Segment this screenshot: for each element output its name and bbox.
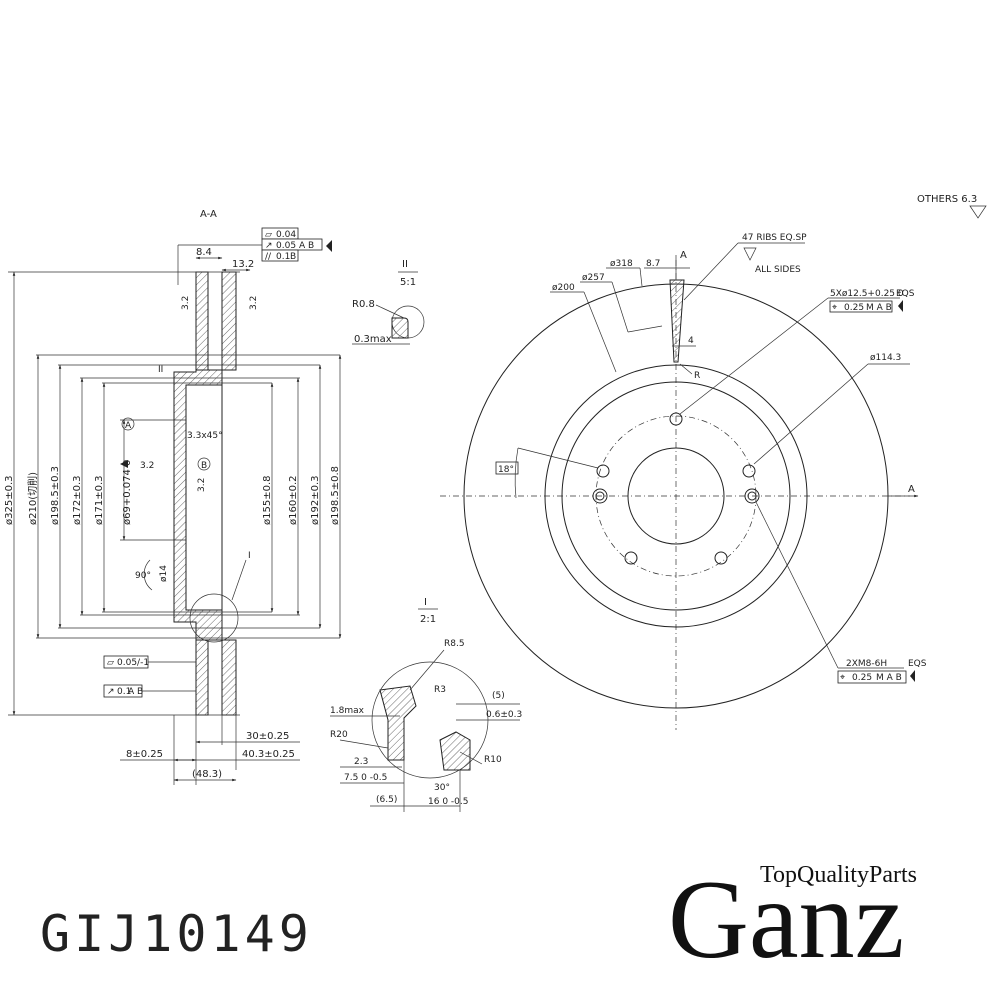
mark-i: I (248, 551, 251, 561)
section-ring-bottom-outer (195, 639, 209, 716)
angle-18: 18° (495, 447, 599, 499)
section-mark-a-right: A (908, 484, 915, 495)
dim-d171: ø171±0.3 (94, 476, 105, 526)
brand-logo: Ganz TopQualityParts (668, 860, 968, 980)
dim-d198-left: ø198.5±0.3 (50, 466, 61, 525)
detail-i-angle-30: 30° (434, 783, 450, 793)
tol-parallel-ref: B (290, 252, 296, 262)
pos2-value: 0.25 (852, 673, 872, 683)
front-view: OTHERS 6.3 A 47 RIBS EQ.SP ALL SIDES ø31… (440, 194, 987, 730)
detail-i-w16: 16 0 -0.5 (428, 797, 468, 807)
eqs-note-1: EQS (896, 289, 915, 299)
svg-text:⏥: ⏥ (107, 658, 114, 668)
dim-w4: 4 (688, 336, 694, 346)
radius-mark: R (694, 371, 700, 381)
tol-flat-2: 0.05/-1 (117, 658, 149, 668)
svg-text:⌖: ⌖ (840, 673, 845, 683)
detail-i-r8-5: R8.5 (444, 639, 465, 649)
detail-i-w7-5: 7.5 0 -0.5 (344, 773, 387, 783)
all-sides-note: ALL SIDES (755, 265, 801, 275)
thread-note: 2XM8-6H (846, 659, 887, 669)
dim-d114-3: ø114.3 (870, 353, 901, 363)
dim-w8-4: 8.4 (196, 247, 212, 258)
position-frame-2: ⌖ 0.25 M A B (837, 670, 915, 684)
dim-w8: 8±0.25 (126, 749, 163, 760)
section-ring-bottom-inner (221, 639, 237, 716)
section-mark-a-top: A (680, 250, 687, 261)
dim-w30: 30±0.25 (246, 731, 289, 742)
mark-ii: II (158, 365, 163, 375)
detail-i-scale: 2:1 (420, 614, 436, 625)
detail-ii-label: II (402, 259, 408, 270)
svg-text:⏥: ⏥ (265, 230, 272, 240)
tol-runout: 0.05 (276, 241, 296, 251)
dim-d155: ø155±0.8 (262, 476, 273, 526)
detail-i: I 2:1 R8.5 R3 1.8max (5) 0.6±0.3 R20 2.3… (330, 597, 522, 812)
rough-3-2-b: 3.2 (249, 296, 259, 310)
rough-3-2-a: 3.2 (181, 296, 191, 310)
detail-i-w6-5: (6.5) (376, 795, 397, 805)
dim-d318: ø318 (610, 259, 633, 269)
tol-runout-2-ref: A B (128, 687, 143, 697)
dim-w40-3: 40.3±0.25 (242, 749, 295, 760)
eqs-note-2: EQS (908, 659, 927, 669)
detail-ii: II 5:1 R0.8 0.3max (352, 259, 425, 345)
dim-d198-right: ø198.5±0.8 (330, 466, 341, 525)
svg-text:⌖: ⌖ (832, 303, 837, 313)
dim-d69: ø69+0.074 0 (122, 460, 133, 525)
section-label: A-A (200, 209, 217, 220)
dim-d160: ø160±0.2 (288, 476, 299, 526)
dim-d192: ø192±0.3 (310, 476, 321, 526)
tolerance-frame-runout: ↗ 0.1 A B (103, 684, 196, 698)
part-number: GIJ10149 (40, 905, 313, 963)
tol-parallel: 0.1 (276, 252, 290, 262)
tol-runout-2: 0.1 (117, 687, 131, 697)
detail-i-w0-6: 0.6±0.3 (486, 710, 522, 720)
rough-3-2-c: 3.2 (140, 461, 154, 471)
dim-d257: ø257 (582, 273, 605, 283)
dim-d200: ø200 (552, 283, 575, 293)
detail-ii-radius: R0.8 (352, 299, 375, 310)
datum-b: B (201, 461, 207, 471)
pos2-ref: M A B (876, 673, 902, 683)
dim-w8-7: 8.7 (646, 259, 660, 269)
detail-i-w5: (5) (492, 691, 505, 701)
ribs-note: 47 RIBS EQ.SP (742, 233, 807, 243)
detail-i-r20: R20 (330, 730, 348, 740)
dim-d172: ø172±0.3 (72, 476, 83, 526)
detail-ii-max: 0.3max (354, 334, 392, 345)
angle-18-text: 18° (498, 465, 514, 475)
tol-runout-ref: A B (299, 241, 314, 251)
position-frame-1: ⌖ 0.25 M A B (829, 300, 903, 313)
section-view: A-A ø325±0.3 ø210( (4, 209, 342, 785)
svg-text://: // (265, 252, 272, 262)
pos1-ref: M A B (866, 303, 892, 313)
detail-i-max: 1.8max (330, 706, 365, 716)
detail-i-r3: R3 (434, 685, 446, 695)
dim-w48-3: (48.3) (192, 769, 222, 780)
tol-flat: 0.04 (276, 230, 296, 240)
tolerance-frame-flat: ⏥ 0.05/-1 (103, 655, 196, 669)
dim-d210: ø210(切削) (26, 472, 39, 525)
brand-tagline: TopQualityParts (758, 862, 919, 889)
datum-a: A (125, 421, 132, 431)
others-note: OTHERS 6.3 (917, 194, 977, 205)
dim-w13-2: 13.2 (232, 259, 254, 270)
detail-i-w2-3: 2.3 (354, 757, 368, 767)
dim-d14: ø14 (159, 565, 169, 582)
svg-text:↗: ↗ (265, 241, 273, 251)
section-bore (185, 384, 223, 611)
chamfer-note: 3.3x45° (187, 431, 223, 441)
angle-90: 90° (135, 571, 151, 581)
detail-i-label: I (424, 597, 427, 608)
dim-d325: ø325±0.3 (4, 476, 15, 526)
detail-ii-scale: 5:1 (400, 277, 416, 288)
rough-3-2-d: 3.2 (197, 478, 207, 492)
hole-note: 5Xø12.5+0.25 0 (830, 289, 904, 299)
tolerance-frame-top: ⏥ 0.04 ↗ 0.05 A B // 0.1 B (177, 227, 332, 285)
pos1-value: 0.25 (844, 303, 864, 313)
detail-i-r10: R10 (484, 755, 502, 765)
svg-text:↗: ↗ (107, 687, 115, 697)
